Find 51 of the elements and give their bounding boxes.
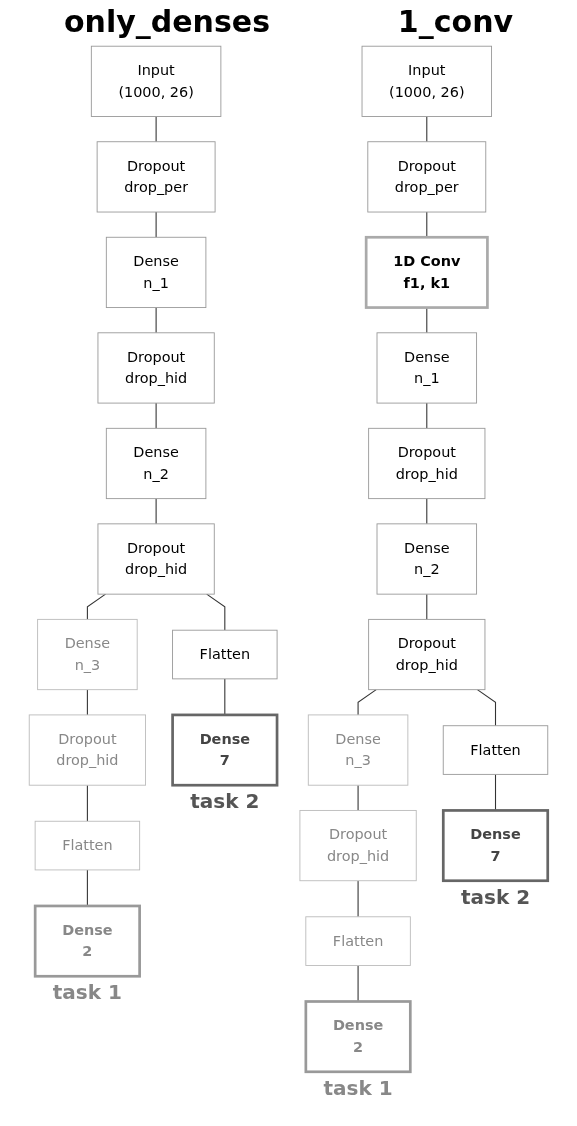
node-box: Dense n_3 [37,618,138,691]
connector [494,773,497,811]
node-box: Dropout drop_per [367,141,487,213]
node-box: Dropout drop_hid [28,714,146,786]
connector [155,115,157,143]
node-box: Dropout drop_hid [97,523,215,595]
node-box: Dropout drop_hid [368,618,486,691]
node-box: Dense 7 [441,809,550,883]
connector [476,689,497,727]
connector [426,402,428,429]
connector [155,307,157,334]
connector [155,498,157,525]
connector [357,689,377,716]
column-heading: only_denses [63,4,270,39]
task-caption: task 2 [190,789,260,814]
connector [426,593,428,620]
node-box: Flatten [34,820,141,871]
connector [206,593,226,631]
node-box: Dense 2 [304,1000,412,1074]
node-box: Dense n_1 [105,236,207,308]
connector [426,307,428,334]
node-box: Input (1000, 26) [361,45,492,117]
connector [86,689,88,716]
node-box: Dense 2 [33,904,141,978]
task-caption: task 2 [460,884,531,909]
connector [426,211,428,238]
node-box: Dropout drop_hid [299,810,417,882]
task-caption: task 1 [52,980,122,1005]
connector [155,211,157,238]
node-box: Dropout drop_per [96,141,216,213]
node-box: Dropout drop_hid [368,427,486,500]
connector [357,880,359,918]
connector [155,402,157,429]
connector [86,784,88,822]
node-box: 1D Conv f1, k1 [364,235,489,309]
connector [86,593,107,620]
node-box: Dense n_2 [105,427,207,500]
node-box: Flatten [172,629,278,680]
node-box: Dropout drop_hid [97,332,215,404]
column-heading: 1_conv [397,4,514,39]
node-box: Input (1000, 26) [90,45,222,117]
node-box: Dense 7 [171,713,279,787]
node-box: Flatten [305,916,411,966]
connector [357,784,359,811]
connector [426,498,428,525]
node-box: Dense n_3 [307,714,409,786]
task-caption: task 1 [323,1075,393,1100]
connector [426,115,428,143]
node-box: Dense n_2 [376,523,478,595]
node-box: Flatten [442,725,549,775]
node-box: Dense n_1 [376,332,478,404]
